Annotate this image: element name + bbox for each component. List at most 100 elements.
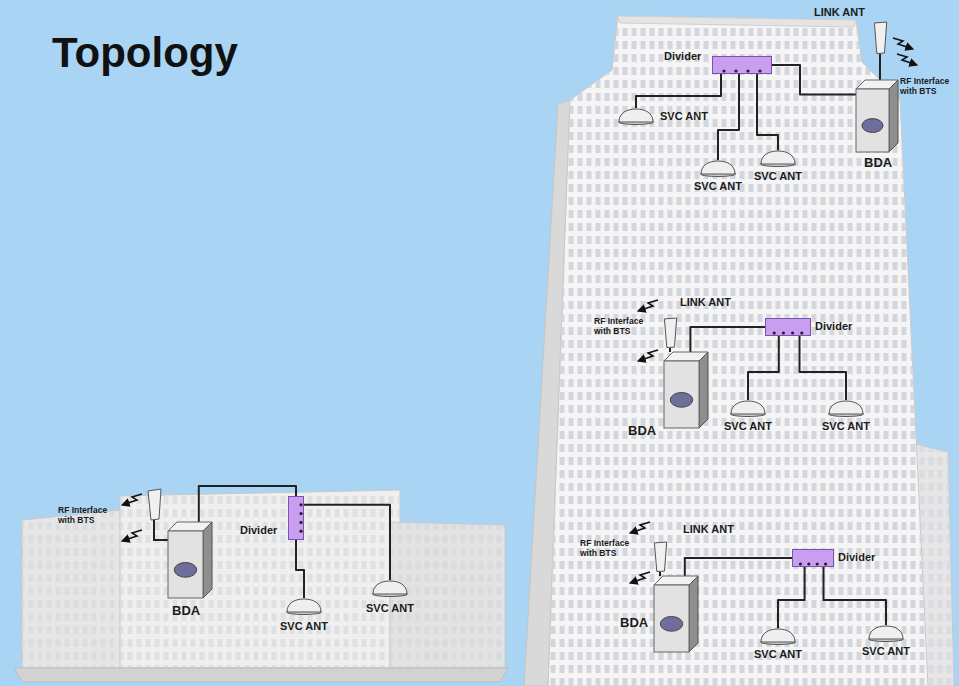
divider-box: Divider — [288, 496, 304, 540]
link-antenna: LINK ANT — [652, 542, 668, 572]
service-antenna: SVC ANT — [760, 628, 796, 644]
diagram-title: Topology — [52, 30, 238, 76]
service-antenna: SVC ANT — [760, 150, 796, 166]
bda-unit: BDA — [664, 352, 708, 428]
divider-port — [299, 512, 302, 515]
equipment-label: SVC ANT — [694, 180, 742, 193]
equipment-label: BDA — [172, 604, 200, 619]
equipment-label: LINK ANT — [814, 6, 865, 19]
divider-port — [800, 331, 803, 334]
link-antenna-icon — [148, 489, 161, 520]
bda-side — [889, 80, 898, 152]
bda-side — [203, 522, 212, 598]
bda-side — [689, 576, 698, 652]
equipment-label: Divider — [815, 320, 852, 333]
signal-mark — [641, 350, 658, 360]
signal-mark — [125, 494, 142, 504]
divider-port — [734, 69, 737, 72]
node-icon — [286, 598, 322, 614]
service-antenna: SVC ANT — [868, 625, 904, 641]
service-antenna: SVC ANT — [828, 400, 864, 416]
divider-body — [713, 57, 772, 74]
bda-front — [168, 531, 203, 598]
divider-port — [299, 530, 302, 533]
link-antenna: LINK ANT — [662, 318, 678, 348]
equipment-label: SVC ANT — [754, 170, 802, 183]
signal-mark — [893, 38, 910, 48]
node-icon — [618, 108, 654, 124]
node-icon — [662, 318, 678, 348]
bda-side — [699, 352, 708, 428]
service-antenna: SVC ANT — [618, 108, 654, 124]
divider-body — [793, 550, 834, 567]
node-icon — [760, 628, 796, 644]
coax-cable — [879, 54, 881, 80]
node-icon — [654, 576, 698, 652]
coax-cable — [778, 567, 805, 628]
bda-front — [664, 361, 699, 428]
antenna-dome — [701, 161, 735, 174]
equipment-label: Divider — [240, 524, 277, 537]
divider-port — [758, 69, 761, 72]
antenna-dome — [373, 581, 407, 594]
label-anchor: RF Interface with BTS — [594, 316, 650, 336]
equipment-label: BDA — [620, 616, 648, 631]
bda-unit: BDA — [654, 576, 698, 652]
divider-box: Divider — [712, 56, 772, 74]
low-building-base — [14, 668, 508, 682]
rf-interface-note: RF Interface with BTS — [580, 538, 636, 558]
bda-logo — [862, 119, 883, 133]
divider-port — [807, 562, 810, 565]
equipment-label: SVC ANT — [280, 620, 328, 633]
signal-mark — [125, 530, 142, 540]
antenna-dome — [287, 599, 321, 612]
divider-port — [746, 69, 749, 72]
title-anchor: Topology — [52, 30, 238, 76]
antenna-dome — [619, 109, 653, 122]
equipment-label: SVC ANT — [754, 648, 802, 661]
divider-port — [791, 331, 794, 334]
node-icon — [765, 318, 811, 336]
coax-cable — [669, 348, 671, 352]
signal-mark — [897, 54, 914, 64]
service-antenna: SVC ANT — [286, 598, 322, 614]
coax-cable — [199, 486, 296, 522]
node-icon — [288, 496, 304, 540]
coax-cable — [690, 327, 765, 352]
rf-interface-note: RF Interface with BTS — [594, 316, 650, 336]
coax-cable — [757, 74, 778, 150]
equipment-label: LINK ANT — [683, 523, 734, 536]
main-windows — [120, 490, 400, 668]
link-cable — [154, 520, 168, 540]
antenna-dome — [761, 151, 795, 164]
equipment-label: SVC ANT — [366, 602, 414, 615]
equipment-label: BDA — [864, 156, 892, 171]
coax-cable — [824, 567, 887, 625]
label-anchor: RF Interface with BTS — [580, 538, 636, 558]
signal-marks — [125, 38, 914, 582]
divider-port — [782, 331, 785, 334]
coax-cable — [772, 65, 856, 94]
coax-cable — [304, 505, 390, 580]
equipment-label: BDA — [628, 424, 656, 439]
tower-front-face — [548, 16, 928, 686]
node-icon — [730, 400, 766, 416]
bda-logo — [670, 392, 692, 407]
coax-cable — [718, 74, 739, 160]
node-icon — [868, 625, 904, 641]
divider-port — [773, 331, 776, 334]
node-icon — [828, 400, 864, 416]
coax-cable — [659, 572, 661, 576]
node-icon — [872, 22, 888, 54]
node-icon — [792, 549, 834, 567]
divider-body — [766, 319, 811, 336]
equipment-label: SVC ANT — [660, 110, 708, 123]
bda-front — [654, 585, 689, 652]
link-panel — [664, 318, 676, 348]
signal-mark — [633, 572, 650, 582]
service-antenna: SVC ANT — [730, 400, 766, 416]
antenna-dome — [731, 401, 765, 414]
